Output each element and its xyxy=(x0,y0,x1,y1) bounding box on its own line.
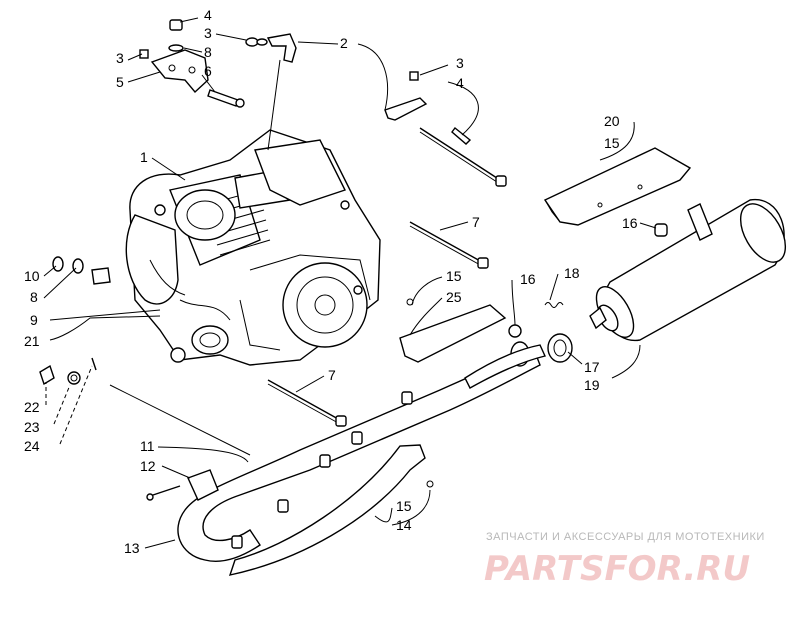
callout-21: 21 xyxy=(24,333,40,349)
watermark-caption: ЗАПЧАСТИ И АКСЕССУАРЫ ДЛЯ МОТОТЕХНИКИ xyxy=(486,531,765,543)
callout-24: 24 xyxy=(24,438,40,454)
callout-23: 23 xyxy=(24,419,40,435)
engine-assembly xyxy=(125,129,381,366)
callout-1: 1 xyxy=(140,149,148,165)
callout-3: 3 xyxy=(204,25,212,41)
callout-18: 18 xyxy=(564,265,580,281)
long-bolt-middle xyxy=(409,221,489,269)
watermark: ЗАПЧАСТИ И АКСЕССУАРЫ ДЛЯ МОТОТЕХНИКИ PA… xyxy=(484,531,765,589)
callout-8: 8 xyxy=(30,289,38,305)
engine-mount-bracket xyxy=(139,19,245,108)
callout-20: 20 xyxy=(604,113,620,129)
callout-11: 11 xyxy=(140,438,155,454)
left-hardware xyxy=(39,256,111,386)
upper-mount-arm xyxy=(245,33,472,145)
callout-16: 16 xyxy=(622,215,638,231)
callout-7: 7 xyxy=(472,214,480,230)
callout-7: 7 xyxy=(328,367,336,383)
callout-15: 15 xyxy=(604,135,620,151)
exhaust-spring xyxy=(544,302,564,308)
callout-16: 16 xyxy=(520,271,536,287)
callout-2: 2 xyxy=(340,35,348,51)
midpipe-heat-shield xyxy=(399,298,507,363)
callout-22: 22 xyxy=(24,399,40,415)
callout-4: 4 xyxy=(456,75,464,91)
watermark-logo: PARTSFOR.RU xyxy=(484,549,750,589)
callout-14: 14 xyxy=(396,517,412,533)
callout-5: 5 xyxy=(116,74,124,90)
callout-15: 15 xyxy=(396,498,412,514)
callout-4: 4 xyxy=(204,7,212,23)
exhaust-pipe xyxy=(146,324,546,562)
callout-25: 25 xyxy=(446,289,462,305)
headpipe-heat-shield xyxy=(228,444,434,576)
callout-17: 17 xyxy=(584,359,600,375)
callout-3: 3 xyxy=(116,50,124,66)
callout-13: 13 xyxy=(124,540,140,556)
callout-12: 12 xyxy=(140,458,156,474)
muffler-heat-shield xyxy=(543,147,692,226)
callout-8: 8 xyxy=(204,44,212,60)
exhaust-gasket xyxy=(547,333,573,363)
callout-19: 19 xyxy=(584,377,600,393)
callout-labels: 1 2 3 3 3 4 4 5 6 7 7 8 8 9 10 11 12 13 … xyxy=(24,7,638,556)
leader-lines xyxy=(43,17,657,549)
callout-9: 9 xyxy=(30,312,38,328)
callout-15: 15 xyxy=(446,268,462,284)
long-bolt-lower xyxy=(267,379,347,427)
callout-10: 10 xyxy=(24,268,40,284)
callout-3: 3 xyxy=(456,55,464,71)
callout-6: 6 xyxy=(204,63,212,79)
muffler xyxy=(589,199,787,341)
long-bolt-upper xyxy=(419,127,507,187)
